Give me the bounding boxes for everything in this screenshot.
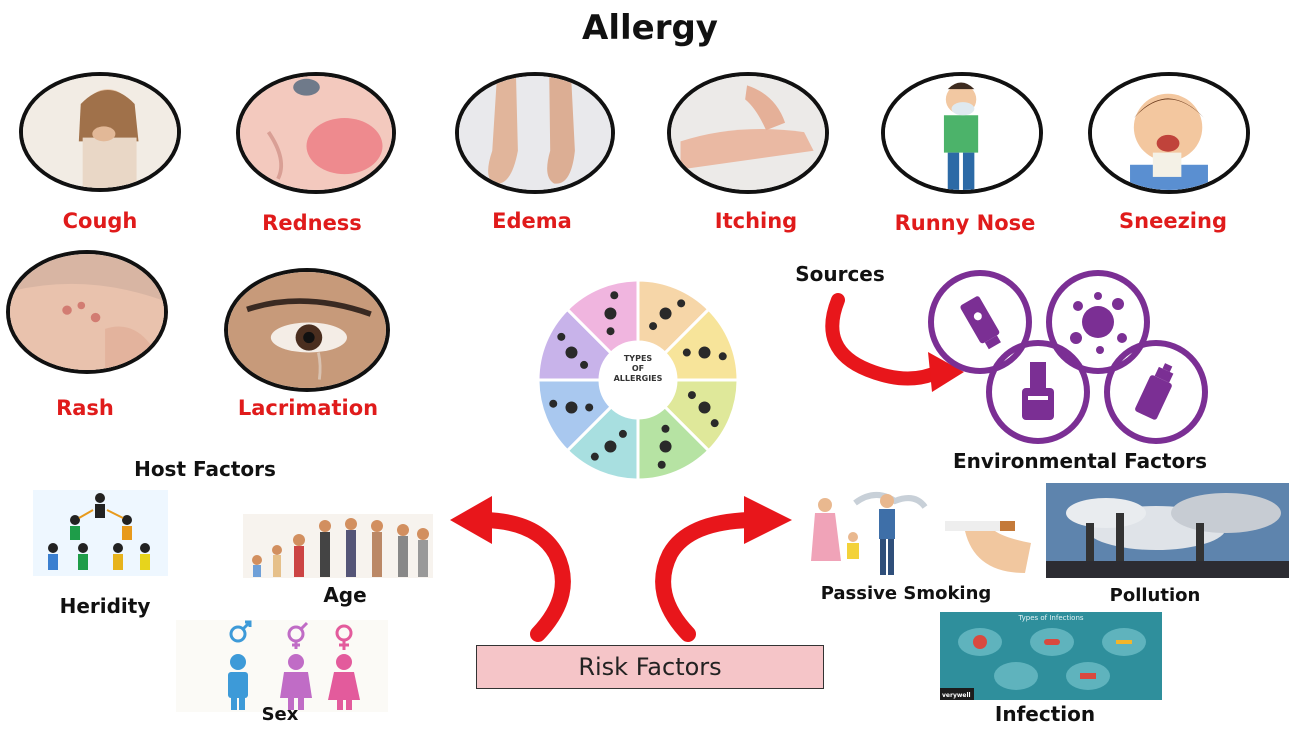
wheel-glyph xyxy=(657,460,666,469)
sources-curved-arrow xyxy=(825,293,964,392)
wheel-glyph xyxy=(610,291,619,300)
age-image xyxy=(243,514,433,578)
redness-photo xyxy=(236,72,396,194)
sneezing-photo xyxy=(1088,72,1250,194)
symptom-label-rash: Rash xyxy=(56,396,114,420)
risk-to-host-arrow xyxy=(450,496,571,642)
wheel-center-line-1: TYPES xyxy=(623,354,653,363)
infection-label: Infection xyxy=(994,702,1096,726)
edema-photo xyxy=(455,72,615,194)
nail-polish-icon xyxy=(986,340,1090,444)
wheel-glyph xyxy=(618,429,627,438)
wheel-glyph xyxy=(604,440,617,453)
female-symbol-icon xyxy=(335,624,353,650)
wheel-glyph xyxy=(649,322,658,331)
symptom-label-edema: Edema xyxy=(492,209,572,233)
sex-label: Sex xyxy=(261,704,299,725)
wheel-center-line-2: OF xyxy=(631,364,645,373)
infection-panel-title: Types of Infections xyxy=(1018,614,1084,622)
heredity-image xyxy=(33,490,168,576)
types-of-allergies-wheel: TYPES OF ALLERGIES xyxy=(508,278,768,482)
wheel-center xyxy=(603,345,673,415)
wheel-glyph xyxy=(585,403,594,412)
symptom-label-itching: Itching xyxy=(714,209,798,233)
wheel-glyph xyxy=(565,401,578,414)
symptom-label-cough: Cough xyxy=(62,209,138,233)
wheel-glyph xyxy=(580,360,589,369)
wheel-center-line-3: ALLERGIES xyxy=(613,374,663,383)
pollution-label: Pollution xyxy=(1109,585,1201,606)
wheel-glyph xyxy=(565,346,578,359)
wheel-glyph xyxy=(557,332,566,341)
wheel-glyph xyxy=(604,307,617,320)
rash-photo xyxy=(6,250,168,374)
runny-nose-photo xyxy=(881,72,1043,194)
wheel-glyph xyxy=(677,299,686,308)
wheel-glyph xyxy=(687,391,696,400)
sources-label: Sources xyxy=(795,262,885,286)
cough-photo xyxy=(19,72,181,192)
passive-smoking-image xyxy=(795,483,1035,578)
wheel-glyph xyxy=(606,327,615,336)
wheel-glyph xyxy=(549,399,558,408)
wheel-glyph xyxy=(698,346,711,359)
transgender-symbol-icon xyxy=(287,621,309,649)
host-factors-label: Host Factors xyxy=(134,457,276,481)
sex-image xyxy=(176,620,388,712)
spray-can-icon xyxy=(1104,340,1208,444)
page-title: Allergy xyxy=(582,8,718,48)
wheel-glyph xyxy=(659,307,672,320)
symptom-label-lacrimation: Lacrimation xyxy=(237,396,379,420)
itching-photo xyxy=(667,72,829,194)
wheel-glyph xyxy=(698,401,711,414)
wheel-glyph xyxy=(659,440,672,453)
infection-image: Types of Infections verywell xyxy=(940,612,1162,700)
lacrimation-photo xyxy=(224,268,390,392)
infection-panel-brand: verywell xyxy=(942,692,971,699)
age-label: Age xyxy=(323,583,367,607)
wheel-glyph xyxy=(590,452,599,461)
wheel-center-text: TYPES OF ALLERGIES xyxy=(604,354,672,384)
wheel-graphic xyxy=(536,278,740,482)
wheel-glyph xyxy=(682,348,691,357)
symptom-label-runny-nose: Runny Nose xyxy=(894,211,1036,235)
wheel-glyph xyxy=(661,424,670,433)
pollution-image xyxy=(1046,483,1289,578)
splash-icon xyxy=(1046,270,1150,374)
symptom-label-sneezing: Sneezing xyxy=(1119,209,1227,233)
risk-factors-box: Risk Factors xyxy=(476,645,824,689)
wheel-glyph xyxy=(718,352,727,361)
wheel-segment xyxy=(565,278,640,356)
heredity-label: Heridity xyxy=(59,594,151,618)
tube-icon xyxy=(928,270,1032,374)
environmental-factors-label: Environmental Factors xyxy=(952,449,1208,473)
symptom-label-redness: Redness xyxy=(262,211,362,235)
passive-smoking-label: Passive Smoking xyxy=(820,583,992,604)
risk-to-environment-arrow xyxy=(655,496,792,642)
male-symbol-icon xyxy=(229,620,252,643)
wheel-glyph xyxy=(710,419,719,428)
